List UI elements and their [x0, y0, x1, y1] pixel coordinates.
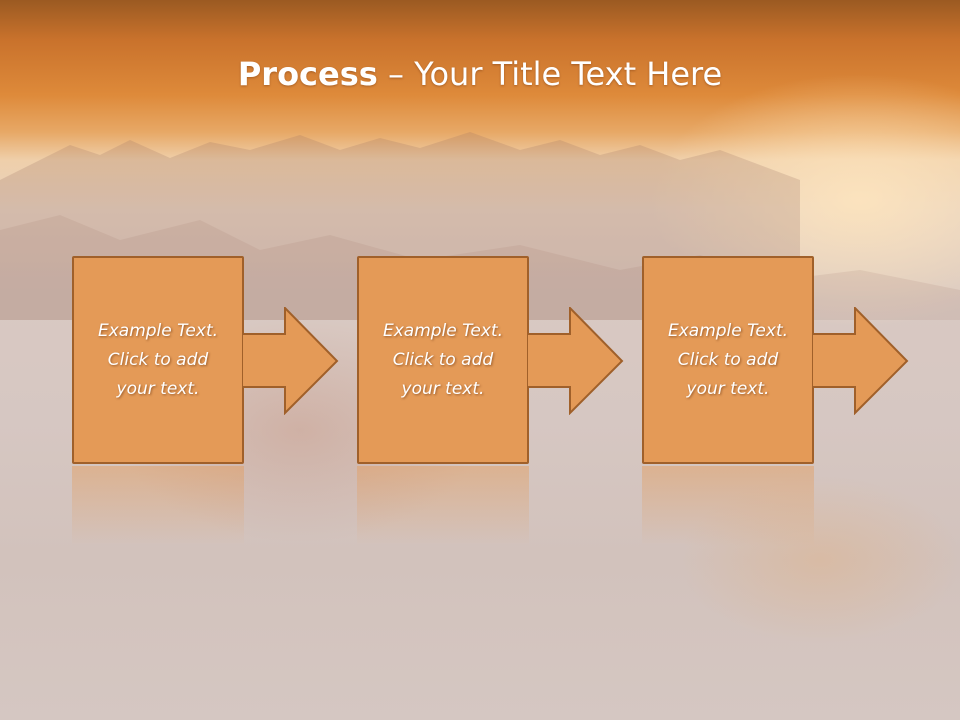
step-2-box[interactable]: Example Text. Click to add your text.: [357, 256, 529, 464]
slide-title[interactable]: Process – Your Title Text Here: [0, 52, 960, 96]
step-3-arrow-icon: [813, 307, 909, 415]
title-rest: – Your Title Text Here: [377, 55, 723, 93]
step-1-text[interactable]: Example Text. Click to add your text.: [97, 320, 219, 399]
step-1-reflection: [72, 466, 244, 546]
step-3-reflection: [642, 466, 814, 546]
step-3-text[interactable]: Example Text. Click to add your text.: [667, 320, 789, 399]
step-1-box[interactable]: Example Text. Click to add your text.: [72, 256, 244, 464]
title-bold: Process: [237, 55, 378, 93]
step-1-arrow-icon: [243, 307, 339, 415]
step-2-text[interactable]: Example Text. Click to add your text.: [382, 320, 504, 399]
step-3-box[interactable]: Example Text. Click to add your text.: [642, 256, 814, 464]
step-2-arrow-icon: [528, 307, 624, 415]
step-2-reflection: [357, 466, 529, 546]
